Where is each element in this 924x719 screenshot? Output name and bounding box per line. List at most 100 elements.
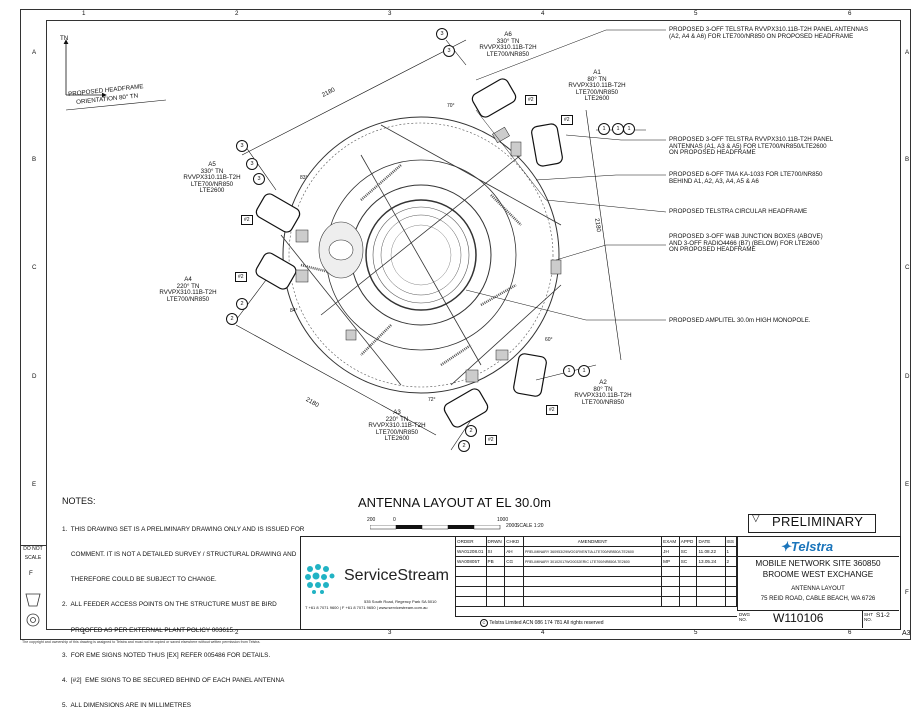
site-name-line1: MOBILE NETWORK SITE 360850 — [755, 559, 881, 568]
grid-col-5: 5 — [694, 10, 698, 17]
grid-row-e: E — [32, 481, 37, 488]
drawing-title: ANTENNA LAYOUT AT EL 30.0m — [358, 495, 551, 510]
grid-row-d-right: D — [905, 373, 910, 380]
revision-triangle-icon: ▽ — [752, 513, 760, 524]
antenna-a2 — [513, 353, 547, 397]
copyright-icon: C — [480, 619, 488, 627]
preliminary-label: PRELIMINARY — [772, 514, 864, 529]
tma-blocks — [295, 126, 562, 383]
circular-headframe — [280, 116, 562, 394]
grid-row-f: F — [29, 570, 33, 577]
company-address: 535 South Road, Regency Park SA 5010 — [364, 599, 437, 604]
grid-row-b-right: B — [905, 156, 910, 163]
sector-a1-label: A1 80° TN RVVPX310.11B-T2H LTE700/NR850 … — [568, 69, 626, 102]
leader-lines — [465, 29, 667, 321]
angle-84: 84° — [290, 308, 298, 314]
grid-col-1: 1 — [82, 10, 86, 17]
dimension-lines — [235, 39, 622, 436]
callout-5: PROPOSED 3-OFF W&B JUNCTION BOXES (ABOVE… — [669, 233, 823, 253]
scale-bar — [370, 525, 501, 530]
tag-1-a2a: 1 — [563, 365, 575, 377]
antenna-a6 — [471, 78, 517, 118]
eme-tag-a4: #2 — [235, 272, 247, 282]
projection-symbol-icon — [25, 593, 41, 627]
tag-2-a3b: 2 — [465, 425, 477, 437]
side-box — [20, 545, 46, 639]
notes-list: 1. THIS DRAWING SET IS A PRELIMINARY DRA… — [62, 525, 305, 710]
angle-72: 72° — [428, 397, 436, 403]
tag-1-a2b: 1 — [578, 365, 590, 377]
tag-2-a3a: 2 — [458, 440, 470, 452]
antenna-layout-drawing — [63, 29, 667, 451]
copyright-text: C Telstra Limited ACN 086 174 781 All ri… — [480, 619, 604, 627]
grid-row-c: C — [32, 264, 37, 271]
sector-a2-label: A2 80° TN RVVPX310.11B-T2H LTE700/NR850 — [574, 379, 632, 406]
tag-2-a4a: 2 — [226, 313, 238, 325]
callout-4: PROPOSED TELSTRA CIRCULAR HEADFRAME — [669, 208, 808, 215]
callout-1: PROPOSED 3-OFF TELSTRA RVVPX310.11B-T2H … — [669, 26, 869, 40]
dwg-row — [737, 610, 899, 629]
dim-2180-right: 2180 — [593, 217, 603, 233]
copyright-row — [455, 616, 737, 629]
dwg-no-label: DWG NO. — [739, 612, 750, 622]
drawing-subject: ANTENNA LAYOUT — [791, 586, 845, 592]
grid-col-2-bottom: 2 — [235, 629, 239, 636]
company-name: ServiceStream — [344, 567, 449, 584]
scale-label: SCALE — [24, 555, 42, 561]
table-row: WA00805T PB CG PRELIMINARY 30102017WO003… — [455, 556, 737, 567]
scale-label: SCALE 1:20 — [516, 523, 544, 529]
tag-3-a6b: 3 — [443, 45, 455, 57]
tag-3-a6a: 3 — [436, 28, 448, 40]
grid-col-4-bottom: 4 — [541, 629, 545, 636]
eme-tag-a3: #2 — [485, 435, 497, 445]
eme-tag-a2: #2 — [546, 405, 558, 415]
sector-a5-label: A5 330° TN RVVPX310.11B-T2H LTE700/NR850… — [183, 161, 241, 194]
angle-60: 60° — [545, 337, 553, 343]
callout-3: PROPOSED 6-OFF TMA KA-1033 FOR LTE700/NR… — [669, 171, 823, 185]
outer-border — [20, 9, 911, 640]
grid-col-1-bottom: 1 — [82, 629, 86, 636]
table-row: WA01208.01 SI AH PRELIMINARY 360953/29WO… — [455, 546, 737, 557]
sheet-no-label: SHT NO. — [864, 612, 873, 622]
eme-tag-a5: #2 — [241, 215, 253, 225]
revision-header-row: ORDER DRWN CHKD AMENDMENT EXAM APPD DATE… — [455, 536, 737, 547]
tag-3-a5b: 3 — [246, 158, 258, 170]
antenna-group — [255, 78, 563, 428]
grid-col-5-bottom: 5 — [694, 629, 698, 636]
scale-tick-200: 200 — [367, 517, 376, 523]
grid-row-c-right: C — [905, 264, 910, 271]
sector-a6-label: A6 330° TN RVVPX310.11B-T2H LTE700/NR850 — [479, 31, 537, 58]
grid-row-e-right: E — [905, 481, 910, 488]
grid-col-3-bottom: 3 — [388, 629, 392, 636]
grid-row-d: D — [32, 373, 37, 380]
site-address: 75 REID ROAD, CABLE BEACH, WA 6726 — [760, 596, 876, 602]
telstra-block — [737, 536, 900, 610]
scale-tick-1000: 1000 — [497, 517, 509, 523]
sector-a4-label: A4 220° TN RVVPX310.11B-T2H LTE700/NR850 — [159, 276, 217, 303]
grid-row-a-right: A — [905, 49, 910, 56]
tag-1-a1b: 1 — [612, 123, 624, 135]
north-arrow-icon — [63, 39, 107, 98]
tag-1-a1c: 1 — [623, 123, 635, 135]
antenna-a3 — [443, 388, 489, 428]
tag-3-a5c: 3 — [253, 173, 265, 185]
sector-a3-label: A3 220° TN RVVPX310.11B-T2H LTE700/NR850… — [368, 409, 426, 442]
revision-table: ORDER DRWN CHKD AMENDMENT EXAM APPD DATE… — [455, 536, 737, 607]
callout-6: PROPOSED AMPLITEL 30.0m HIGH MONOPOLE. — [669, 317, 811, 324]
angle-83: 83° — [300, 175, 308, 181]
grid-row-f-right: F — [905, 589, 909, 596]
footer-text: The copyright and ownership of this draw… — [22, 640, 261, 644]
tag-3-a5a: 3 — [236, 140, 248, 152]
tag-2-a4b: 2 — [236, 298, 248, 310]
grid-col-3: 3 — [388, 10, 392, 17]
sheet-size: A3 — [902, 630, 911, 637]
north-label: TN — [60, 35, 69, 42]
angle-70: 70° — [447, 103, 455, 109]
servicestream-logo-icon — [305, 564, 335, 594]
grid-col-6-bottom: 6 — [848, 629, 852, 636]
telstra-t-icon: ✦ — [780, 539, 791, 554]
sheet-number: S1-2 — [876, 612, 890, 619]
do-not-label: DO NOT — [23, 546, 43, 552]
orientation-line — [65, 99, 167, 111]
site-name-line2: BROOME WEST EXCHANGE — [762, 570, 874, 579]
